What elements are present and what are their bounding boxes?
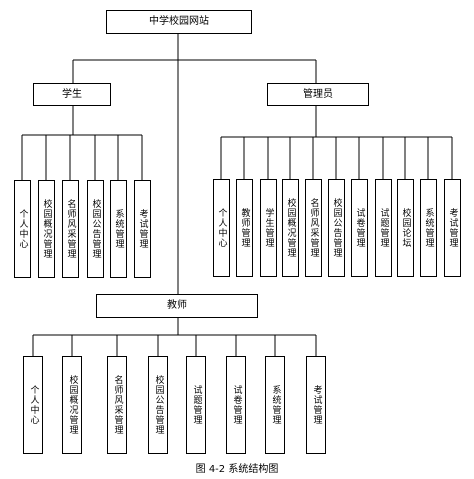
student-module-5: 系统管理 [109, 180, 127, 278]
root-node: 中学校园网站 [106, 10, 252, 34]
student-node: 学生 [33, 83, 111, 106]
admin-node: 管理员 [267, 83, 369, 106]
figure-caption: 图 4-2 系统结构图 [195, 464, 279, 475]
teacher-module-6: 试卷管理 [226, 356, 246, 454]
admin-module-2: 教师管理 [235, 179, 253, 277]
teacher-module-7: 系统管理 [265, 356, 285, 454]
teacher-node: 教师 [96, 294, 258, 318]
admin-module-11: 考试管理 [443, 179, 461, 277]
student-module-6: 考试管理 [133, 180, 151, 278]
admin-module-7: 试卷管理 [350, 179, 368, 277]
admin-module-8: 试题管理 [374, 179, 392, 277]
teacher-module-4: 校园公告管理 [148, 356, 168, 454]
student-module-4: 校园公告管理 [86, 180, 104, 278]
student-module-2: 校园概况管理 [37, 180, 55, 278]
admin-module-6: 校园公告管理 [327, 179, 345, 277]
student-module-1: 个人中心 [13, 180, 31, 278]
teacher-module-2: 校园概况管理 [62, 356, 82, 454]
admin-module-1: 个人中心 [212, 179, 230, 277]
teacher-module-3: 名师风采管理 [107, 356, 127, 454]
admin-module-9: 校园论坛 [396, 179, 414, 277]
admin-module-3: 学生管理 [259, 179, 277, 277]
teacher-module-8: 考试管理 [306, 356, 326, 454]
admin-module-10: 系统管理 [419, 179, 437, 277]
teacher-module-5: 试题管理 [186, 356, 206, 454]
student-module-3: 名师风采管理 [61, 180, 79, 278]
admin-module-4: 校园概况管理 [281, 179, 299, 277]
admin-module-5: 名师风采管理 [304, 179, 322, 277]
teacher-module-1: 个人中心 [23, 356, 43, 454]
